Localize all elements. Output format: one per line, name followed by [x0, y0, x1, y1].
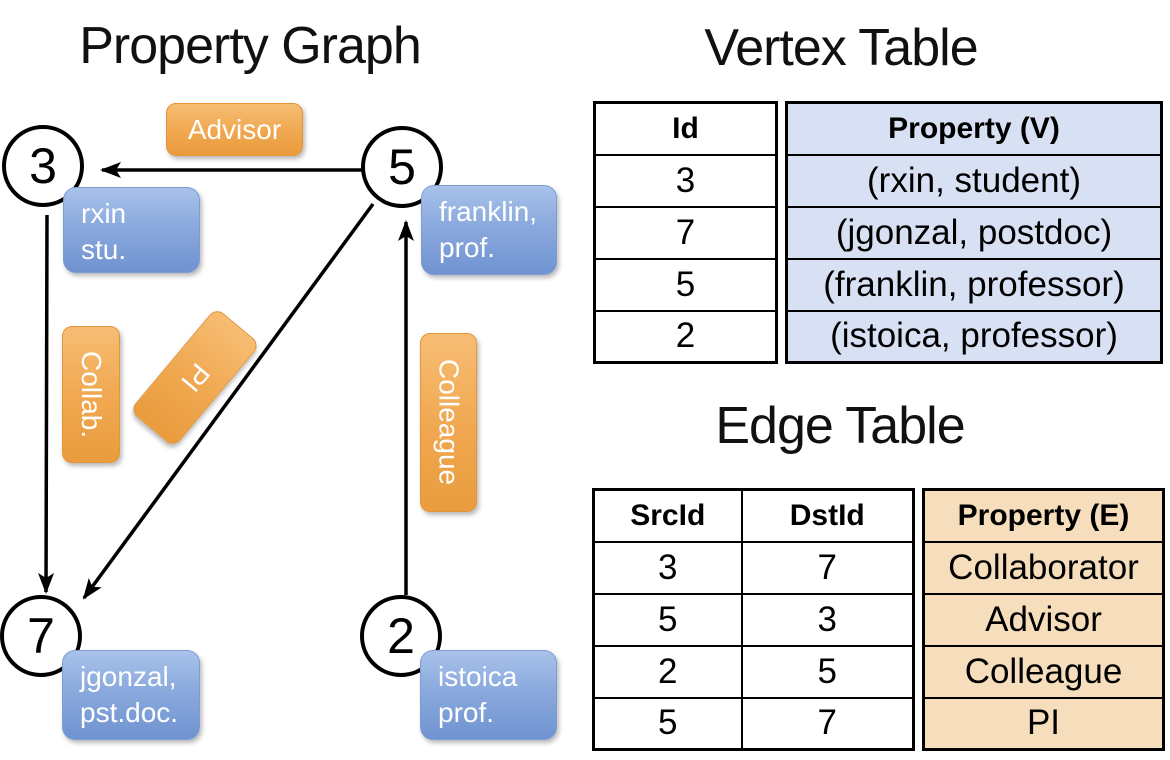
vertex-id-cell: 3	[593, 153, 778, 208]
vertex-props-2-line1: istoica	[438, 661, 518, 692]
edge-property-cell: Collaborator	[922, 540, 1165, 595]
vertex-id-header: Id	[593, 101, 778, 156]
table-row: 5 3	[592, 592, 915, 647]
vertex-property-cell: (franklin, professor)	[785, 257, 1163, 312]
edge-property-cell: Advisor	[922, 592, 1165, 647]
table-row: PI	[922, 696, 1165, 751]
table-row: Collaborator	[922, 540, 1165, 595]
table-row: 3	[593, 153, 778, 208]
table-row: 5 7	[592, 696, 915, 751]
edge-dstid-cell: 5	[740, 644, 915, 699]
vertex-props-5-line2: prof.	[439, 232, 496, 263]
table-row: (jgonzal, postdoc)	[785, 205, 1163, 260]
vertex-props-5-line1: franklin,	[439, 196, 538, 227]
table-row: 7	[593, 205, 778, 260]
edge-label-collab: Collab.	[62, 326, 120, 463]
table-row: 5	[593, 257, 778, 312]
edge-label-colleague: Colleague	[420, 333, 477, 512]
vertex-props-7: jgonzal, pst.doc.	[62, 650, 200, 740]
table-row: (rxin, student)	[785, 153, 1163, 208]
table-row: Colleague	[922, 644, 1165, 699]
table-row: SrcId DstId	[592, 488, 915, 543]
table-row: 3 7	[592, 540, 915, 595]
vertex-props-2-line2: prof.	[438, 697, 495, 728]
vertex-node-2: 2	[360, 595, 442, 677]
edge-srcid-cell: 5	[592, 592, 743, 647]
table-row: (istoica, professor)	[785, 309, 1163, 364]
edge-table-id-columns: SrcId DstId 3 7 5 3 2 5 5 7	[592, 488, 915, 751]
vertex-node-5: 5	[361, 126, 443, 208]
vertex-property-cell: (istoica, professor)	[785, 309, 1163, 364]
graph-edges	[38, 162, 414, 600]
edge-dstid-cell: 3	[740, 592, 915, 647]
vertex-node-7-id: 7	[27, 608, 55, 664]
table-row: Id	[593, 101, 778, 156]
vertex-props-3-line1: rxin	[81, 198, 127, 229]
vertex-property-cell: (jgonzal, postdoc)	[785, 205, 1163, 260]
vertex-table-title: Vertex Table	[704, 19, 978, 77]
edge-dstid-cell: 7	[740, 696, 915, 751]
vertex-node-3-id: 3	[29, 138, 57, 194]
edge-srcid-header: SrcId	[592, 488, 743, 543]
edge-dstid-cell: 7	[740, 540, 915, 595]
edge-property-cell: Colleague	[922, 644, 1165, 699]
table-row: Property (V)	[785, 101, 1163, 156]
vertex-props-3-line2: stu.	[81, 234, 127, 265]
vertex-node-5-id: 5	[388, 139, 416, 195]
edge-collab-3-to-7	[38, 214, 55, 594]
edge-label-advisor: Advisor	[166, 103, 303, 156]
vertex-property-cell: (rxin, student)	[785, 153, 1163, 208]
edge-table: SrcId DstId 3 7 5 3 2 5 5 7 Property (E)	[592, 488, 1165, 751]
vertex-props-2: istoica prof.	[420, 650, 557, 740]
vertex-id-cell: 2	[593, 309, 778, 364]
table-row: 2	[593, 309, 778, 364]
vertex-id-cell: 5	[593, 257, 778, 312]
edge-table-title: Edge Table	[715, 397, 965, 455]
edge-pi-5-to-7	[82, 202, 375, 600]
tables-panel: Vertex Table Id 3 7 5 2 Property (V) (rx	[585, 0, 1170, 760]
vertex-table: Id 3 7 5 2 Property (V) (rxin, student) …	[593, 101, 1163, 364]
vertex-node-2-id: 2	[387, 608, 415, 664]
vertex-table-property-column: Property (V) (rxin, student) (jgonzal, p…	[785, 101, 1163, 364]
graph-title: Property Graph	[79, 17, 422, 75]
vertex-property-header: Property (V)	[785, 101, 1163, 156]
property-graph-panel: Property Graph 3 5 7 2 Advisor Col	[0, 17, 557, 740]
edge-srcid-cell: 5	[592, 696, 743, 751]
edge-srcid-cell: 3	[592, 540, 743, 595]
table-row: (franklin, professor)	[785, 257, 1163, 312]
edge-srcid-cell: 2	[592, 644, 743, 699]
edge-dstid-header: DstId	[740, 488, 915, 543]
edge-property-header: Property (E)	[922, 488, 1165, 543]
vertex-props-7-line2: pst.doc.	[80, 697, 179, 728]
vertex-props-7-line1: jgonzal,	[80, 661, 177, 692]
table-row: 2 5	[592, 644, 915, 699]
vertex-props-5: franklin, prof.	[421, 185, 557, 275]
edge-property-cell: PI	[922, 696, 1165, 751]
table-row: Advisor	[922, 592, 1165, 647]
vertex-props-3: rxin stu.	[63, 187, 200, 273]
vertex-id-cell: 7	[593, 205, 778, 260]
edge-table-property-column: Property (E) Collaborator Advisor Collea…	[922, 488, 1165, 751]
table-row: Property (E)	[922, 488, 1165, 543]
vertex-table-id-column: Id 3 7 5 2	[593, 101, 778, 364]
